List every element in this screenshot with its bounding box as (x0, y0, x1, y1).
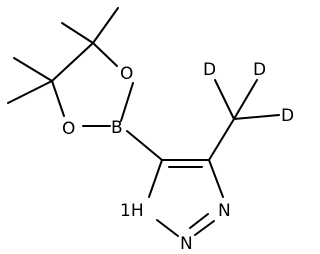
trideuteromethyl (208, 79, 280, 161)
triazole-ring (148, 159, 224, 237)
atom-nh: 1H (120, 201, 144, 221)
bond-c4-cd3 (208, 118, 235, 161)
bond-n3-n2-inner (189, 213, 209, 229)
atom-deuterium-right: D (253, 60, 266, 80)
pinacol-methyls (7, 7, 119, 104)
atom-o-bottom: O (62, 119, 75, 139)
atom-deuterium-bottom: D (281, 106, 294, 126)
bond-c4-n3 (208, 159, 224, 198)
atom-n-bottom: N (180, 234, 193, 254)
bond-c-o-top (92, 42, 118, 67)
atom-deuterium-left: D (203, 60, 216, 80)
bond-c-c-ring (51, 42, 94, 82)
atom-o-top: O (120, 64, 133, 84)
bond-n3-n2 (194, 220, 215, 236)
atom-boron: B (111, 118, 123, 138)
molecule-structure: O O B D D D N N 1H (7, 7, 294, 254)
bond-n1-c5 (148, 159, 163, 198)
bond-n2-n1 (156, 219, 179, 237)
bond-o-b-top (120, 82, 134, 122)
bond-o-c-bottom (51, 80, 65, 117)
bond-methyl-3 (13, 57, 53, 82)
bond-methyl-4 (7, 80, 53, 104)
bond-methyl-1 (92, 7, 119, 44)
bond-c-d-right (233, 79, 258, 120)
bond-c-d-left (214, 79, 235, 120)
bond-b-c5 (126, 130, 163, 161)
bond-c-d-bottom (233, 114, 280, 120)
pinacol-ring (51, 42, 134, 127)
bond-methyl-2 (61, 22, 94, 44)
atom-n-right: N (218, 201, 231, 221)
